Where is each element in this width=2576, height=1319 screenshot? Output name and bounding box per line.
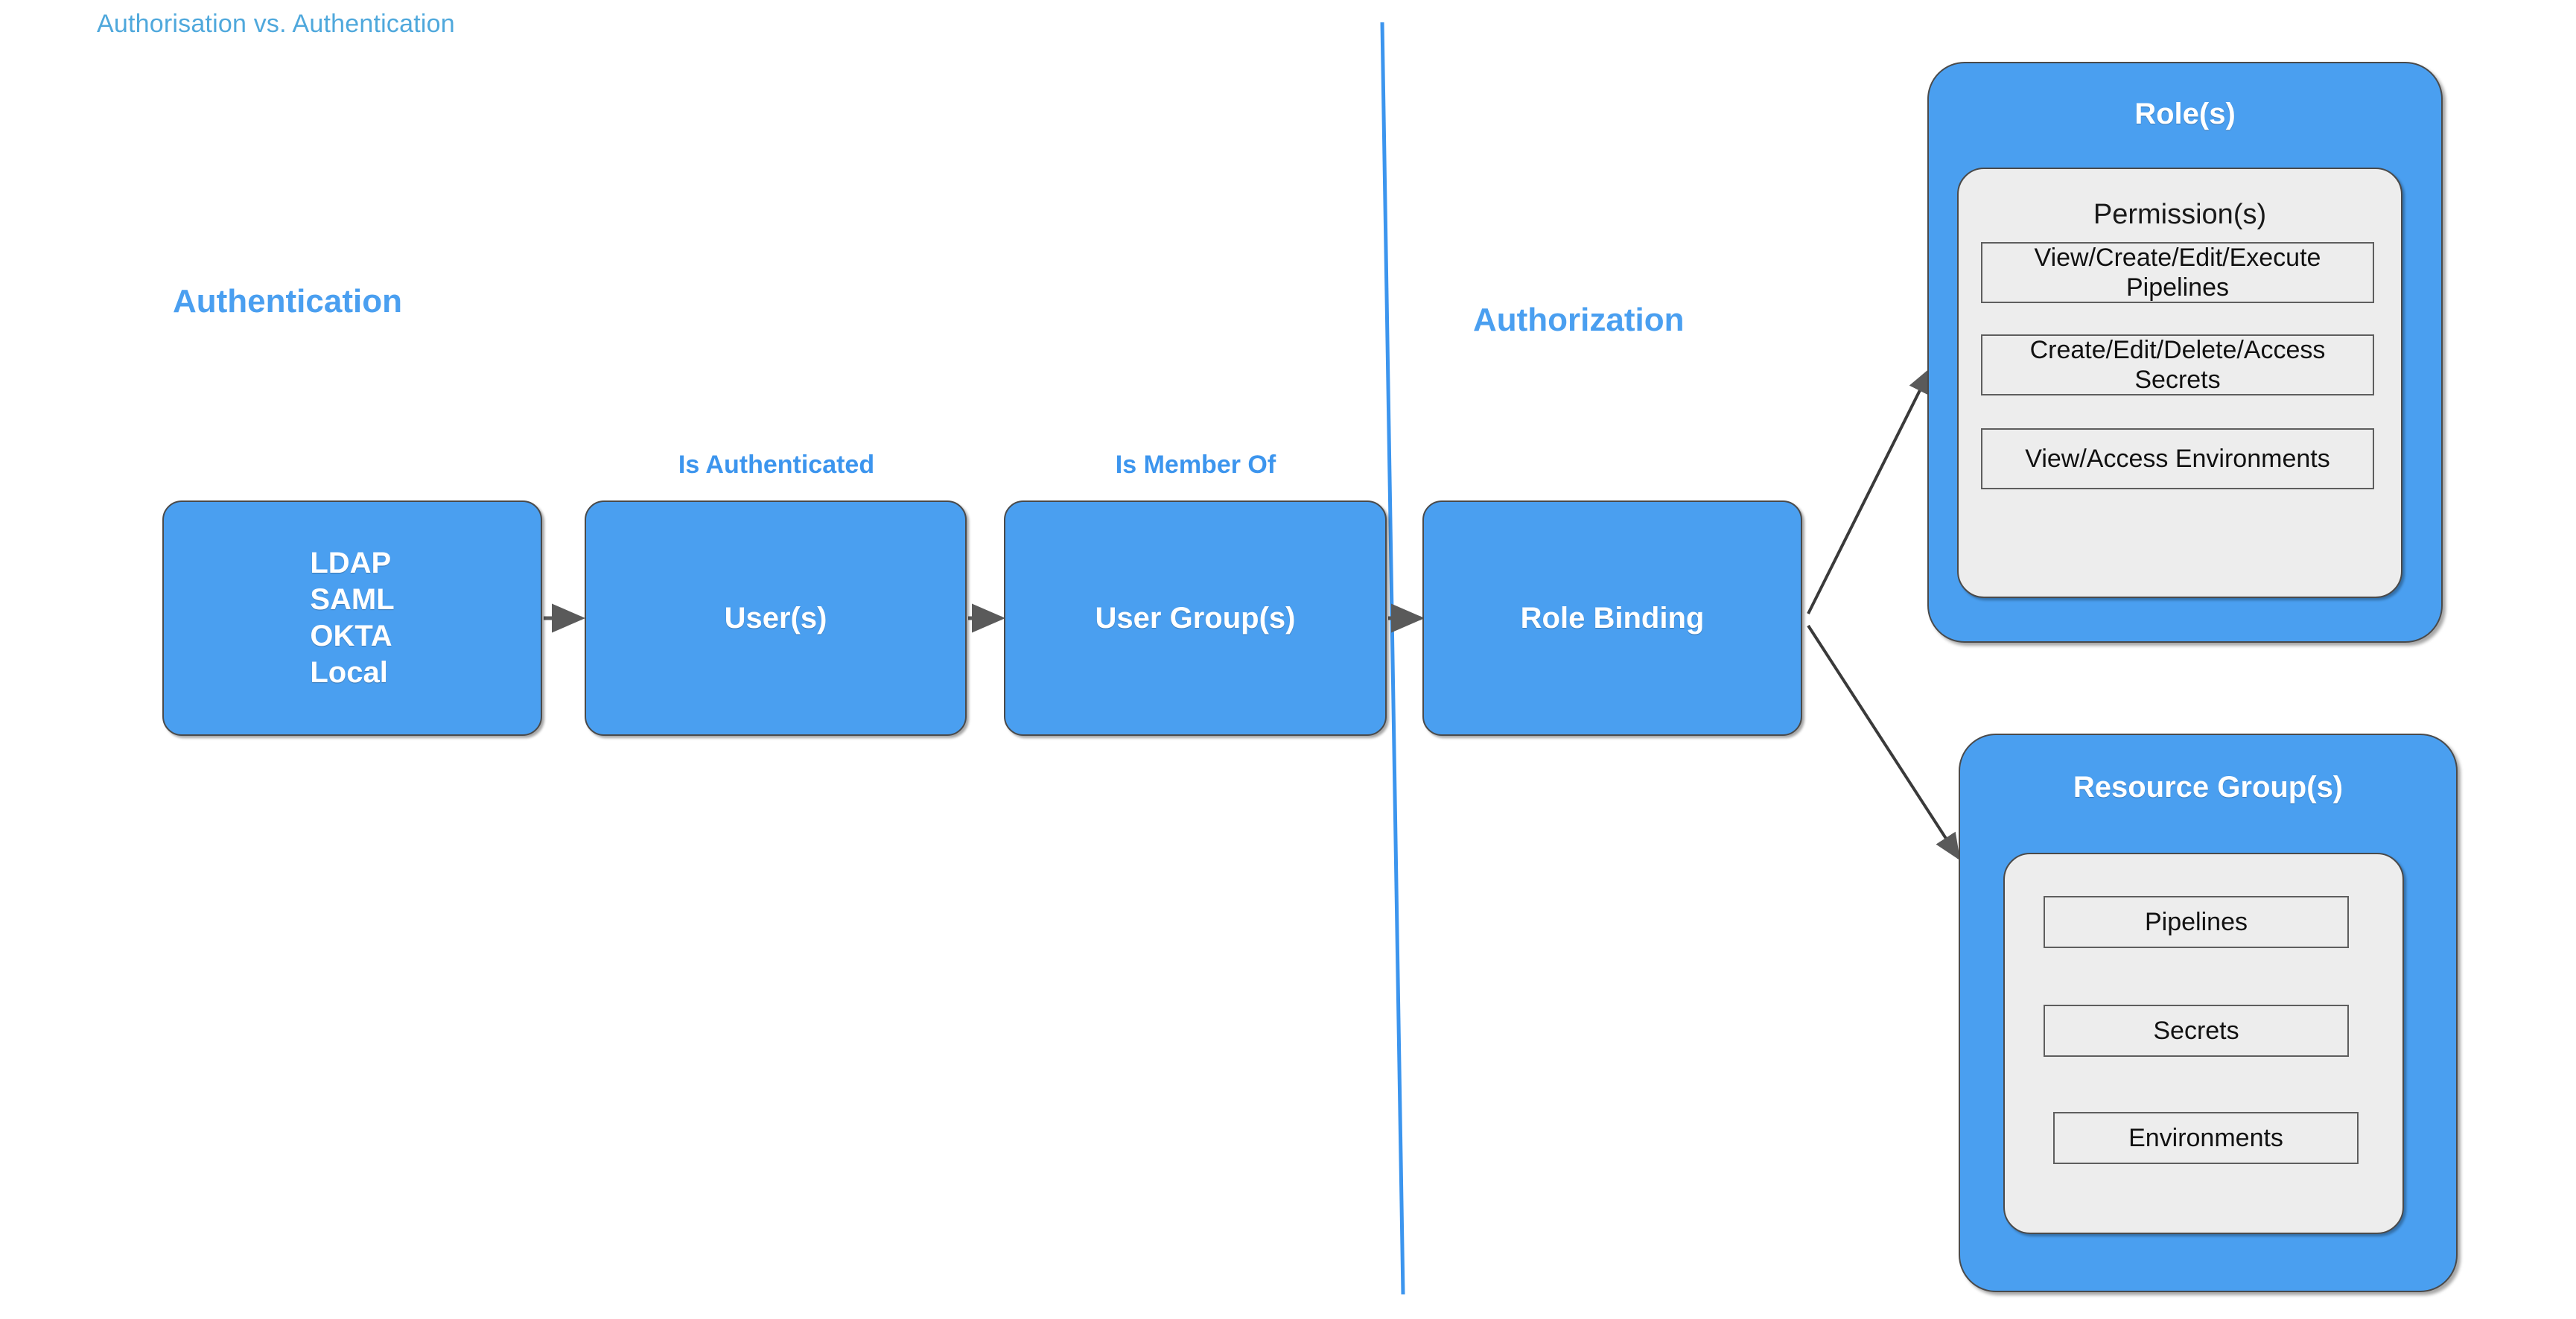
permission-item-environments[interactable]: View/Access Environments — [1981, 428, 2374, 489]
provider-ldap: LDAP — [310, 547, 392, 580]
resource-item-environments[interactable]: Environments — [2053, 1112, 2359, 1164]
flow-box-users[interactable]: User(s) — [585, 500, 967, 736]
flow-box-user-groups[interactable]: User Group(s) — [1004, 500, 1387, 736]
edge-label-is-member-of: Is Member Of — [1115, 451, 1276, 479]
flow-box-label: User(s) — [724, 601, 827, 635]
provider-saml: SAML — [310, 583, 395, 617]
provider-local: Local — [310, 655, 388, 689]
section-heading-authentication: Authentication — [173, 283, 402, 320]
inner-panel-permissions: Permission(s) View/Create/Edit/Execute P… — [1957, 168, 2402, 598]
panel-roles[interactable]: Role(s) Permission(s) View/Create/Edit/E… — [1927, 62, 2443, 643]
flow-box-role-binding[interactable]: Role Binding — [1422, 500, 1802, 736]
resource-item-pipelines[interactable]: Pipelines — [2044, 896, 2349, 948]
permission-item-pipelines[interactable]: View/Create/Edit/Execute Pipelines — [1981, 242, 2374, 303]
panel-title-resource-groups: Resource Group(s) — [2073, 771, 2344, 804]
edge-label-is-authenticated: Is Authenticated — [678, 451, 875, 479]
inner-title-permissions: Permission(s) — [2093, 199, 2267, 230]
panel-title-roles: Role(s) — [2134, 98, 2236, 130]
flow-box-label: Role Binding — [1520, 601, 1705, 635]
page-title: Authorisation vs. Authentication — [97, 10, 455, 38]
flow-box-label: User Group(s) — [1095, 601, 1296, 635]
provider-okta: OKTA — [310, 620, 392, 652]
inner-panel-resources: Pipelines Secrets Environments — [2003, 853, 2404, 1234]
resource-item-secrets[interactable]: Secrets — [2044, 1005, 2349, 1057]
permission-item-secrets[interactable]: Create/Edit/Delete/Access Secrets — [1981, 334, 2374, 395]
section-heading-authorization: Authorization — [1473, 302, 1685, 338]
panel-resource-groups[interactable]: Resource Group(s) Pipelines Secrets Envi… — [1959, 734, 2458, 1292]
